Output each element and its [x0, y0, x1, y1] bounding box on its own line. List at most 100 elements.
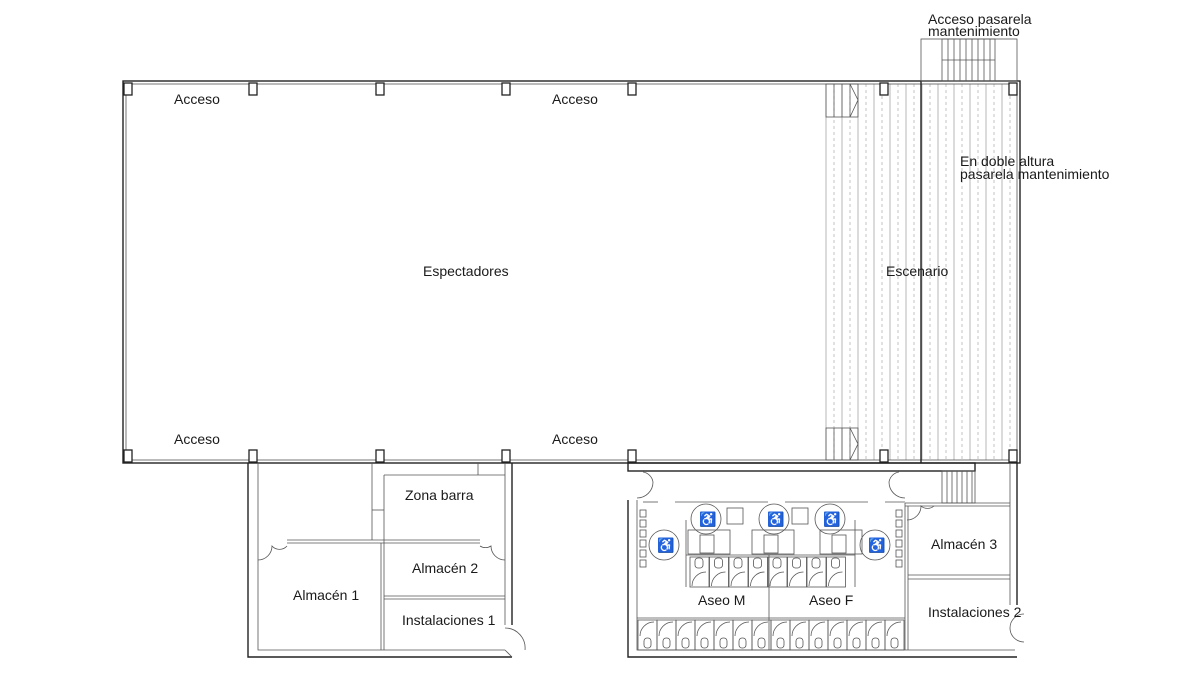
toilet-icon: [811, 557, 821, 569]
toilet-stall: [751, 619, 772, 651]
wheelchair-icon: ♿: [699, 511, 716, 528]
toilet-icon: [681, 637, 690, 649]
toilet-icon: [871, 637, 880, 649]
door-swing: [677, 621, 693, 637]
label-aseo-f: Aseo F: [809, 592, 853, 608]
label-acceso: Acceso: [552, 91, 598, 107]
column: [375, 82, 385, 96]
door-swing: [867, 621, 883, 637]
door-swing: [696, 621, 712, 637]
column: [627, 82, 637, 96]
sink-icon: [895, 559, 903, 568]
toilet-stall: [789, 619, 810, 651]
label-aseo-m: Aseo M: [698, 592, 745, 608]
label-acceso: Acceso: [174, 91, 220, 107]
accessible-toilet: [687, 529, 731, 555]
toilet-stall: [748, 556, 768, 588]
column: [501, 449, 511, 463]
column: [123, 82, 133, 96]
main-hall-walls: [122, 80, 1021, 464]
label-almacen-2: Almacén 2: [412, 560, 478, 576]
door-swing: [829, 621, 845, 637]
label-acceso: Acceso: [174, 431, 220, 447]
wheelchair-icon: ♿: [657, 537, 674, 554]
sink-icon: [639, 539, 647, 548]
toilet-icon: [694, 557, 704, 569]
toilet-stall: [770, 619, 791, 651]
toilet-icon: [733, 557, 743, 569]
label-acceso-pasarela: mantenimiento: [928, 23, 1020, 39]
wheelchair-turning-circle: [648, 529, 680, 561]
wheelchair-turning-circle: [758, 503, 790, 535]
toilet-icon: [890, 637, 899, 649]
label-acceso-pasarela: Acceso pasarela: [928, 11, 1032, 27]
label-zona-barra: Zona barra: [405, 487, 474, 503]
toilet-stall: [806, 556, 827, 588]
door-swing: [715, 621, 731, 637]
toilet-stall: [787, 556, 807, 588]
grab-bar: [699, 534, 715, 554]
door-swing: [810, 621, 826, 637]
sink-icon: [895, 519, 903, 528]
door-swing: [886, 621, 902, 637]
column: [248, 449, 258, 463]
wheelchair-turning-circle: [690, 503, 722, 535]
door-swing: [789, 571, 804, 587]
wheelchair-turning-circle: [814, 503, 846, 535]
toilet-icon: [772, 557, 782, 569]
toilet-icon: [792, 557, 801, 569]
toilet-stall: [637, 619, 658, 651]
door-swing: [734, 621, 750, 637]
door-swing: [791, 621, 807, 637]
label-instalaciones-2: Instalaciones 2: [928, 604, 1022, 620]
sink-icon: [639, 509, 647, 518]
door-swing: [730, 571, 746, 587]
sink-icon: [639, 529, 647, 538]
column: [879, 82, 889, 96]
door-swing: [848, 621, 864, 637]
toilet-icon: [814, 637, 823, 649]
sink-icon: [895, 539, 903, 548]
column: [1008, 82, 1018, 96]
grab-bar: [831, 534, 847, 554]
toilet-stall: [675, 619, 696, 651]
toilet-stall: [767, 556, 788, 588]
wheelchair-icon: ♿: [868, 537, 885, 554]
toilet-icon: [700, 637, 709, 649]
label-almacen-3: Almacén 3: [931, 536, 997, 552]
toilet-stall: [846, 619, 867, 651]
door-swing: [658, 621, 674, 637]
toilet-stall: [689, 556, 710, 588]
toilet-stall: [808, 619, 829, 651]
toilet-icon: [738, 637, 747, 649]
lower-right-block: ♿♿♿♿♿: [627, 462, 1025, 658]
toilet-icon: [795, 637, 804, 649]
sink-icon: [895, 509, 903, 518]
toilet-icon: [757, 637, 766, 649]
column: [248, 82, 258, 96]
sink-icon: [639, 559, 647, 568]
toilet-stall: [713, 619, 734, 651]
toilet-icon: [643, 637, 652, 649]
toilet-stall: [827, 619, 848, 651]
sink-icon: [895, 549, 903, 558]
toilet-stall: [656, 619, 677, 651]
label-acceso: Acceso: [552, 431, 598, 447]
door-swing: [769, 571, 785, 587]
wheelchair-turning-circle: [859, 529, 891, 561]
wheelchair-icon: ♿: [823, 511, 840, 528]
label-espectadores: Espectadores: [423, 263, 509, 279]
stage-stair-top: [825, 83, 859, 118]
door-swing: [691, 571, 707, 587]
column: [879, 449, 889, 463]
grab-bar: [763, 534, 779, 554]
label-escenario: Escenario: [886, 263, 948, 279]
toilet-stall: [865, 619, 886, 651]
sink-icon: [791, 507, 809, 525]
door-swing: [808, 571, 824, 587]
sink-icon: [639, 519, 647, 528]
label-doble-altura: En doble altura: [960, 153, 1054, 169]
accessible-toilet: [819, 529, 863, 555]
toilet-icon: [776, 637, 785, 649]
